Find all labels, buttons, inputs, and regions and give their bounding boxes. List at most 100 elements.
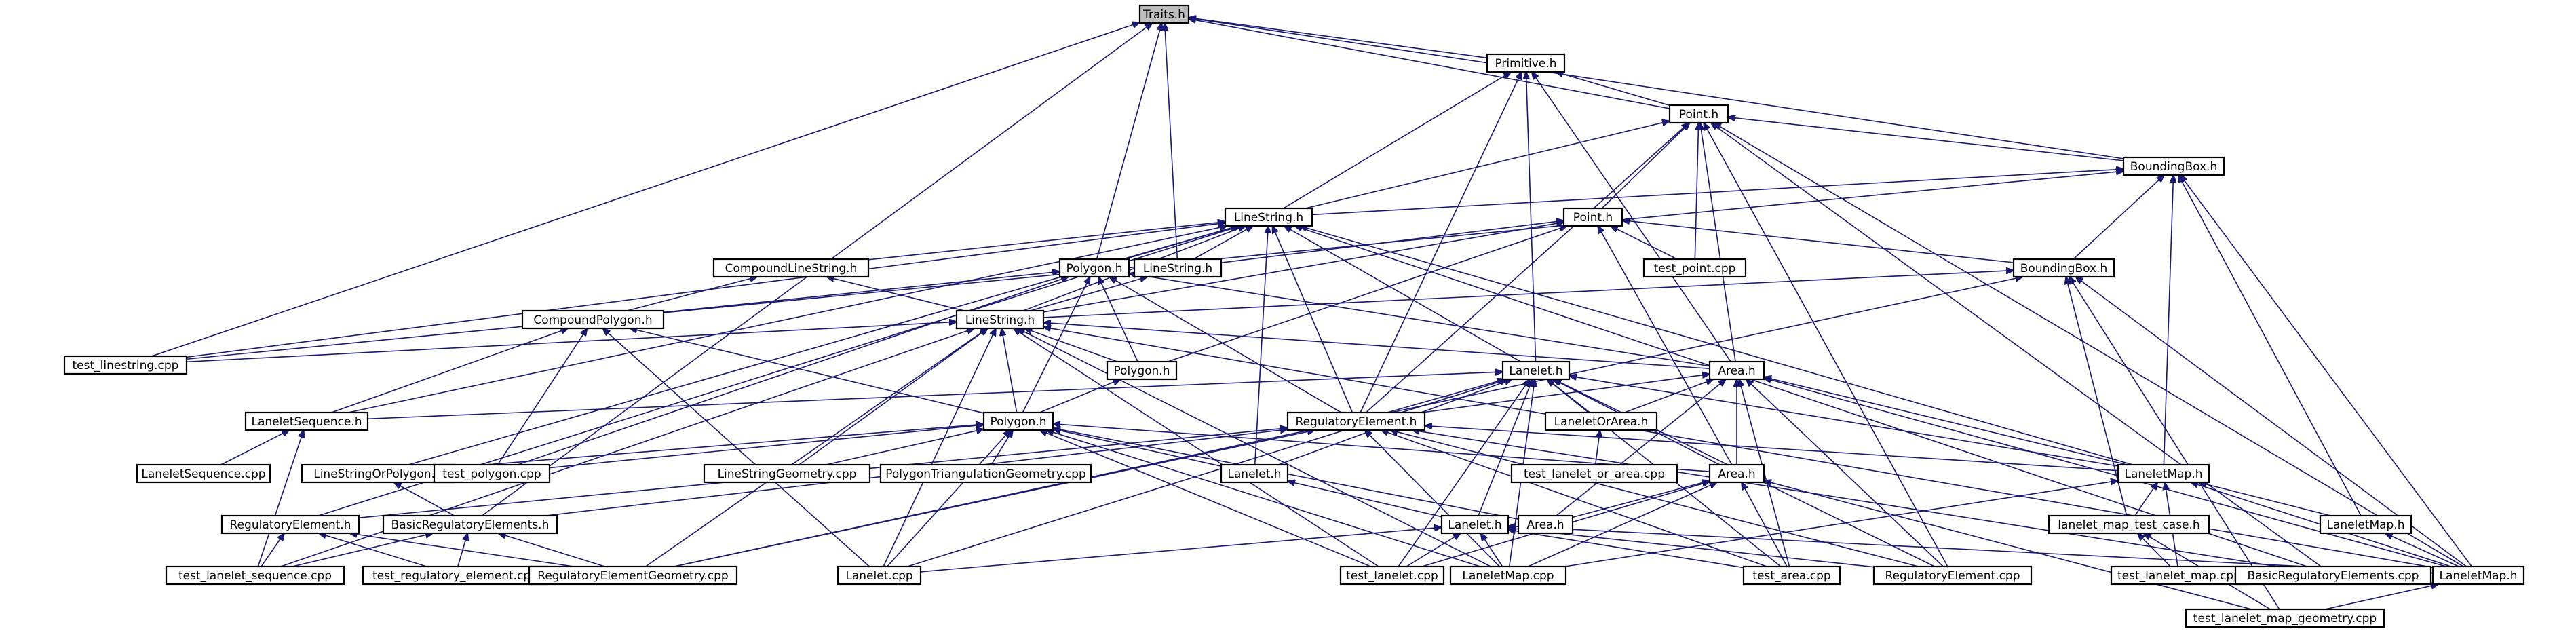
node-label-area2: Area.h (1718, 467, 1755, 481)
node-lanelet-h[interactable]: Lanelet.h (1440, 514, 1510, 535)
edge-lanelet-map3-to-bbox3 (2163, 175, 2173, 465)
node-label-area-h: Area.h (1526, 518, 1564, 532)
node-point3[interactable]: Point.h (1668, 104, 1729, 124)
node-box-lanelet-map-cpp (1449, 565, 1567, 586)
node-lanelet2[interactable]: Lanelet.h (1220, 463, 1289, 484)
node-bbox2[interactable]: BoundingBox.h (2012, 258, 2115, 278)
node-lanelet-or-area[interactable]: LaneletOrArea.h (1544, 411, 1658, 431)
node-label-test-reg-elem: test_regulatory_element.cpp (372, 569, 538, 583)
node-test-lanelet-map-geom[interactable]: test_lanelet_map_geometry.cpp (2185, 608, 2385, 628)
edge-lanelet-map-h-to-point3 (1714, 123, 2464, 567)
edge-test-area-to-area2 (1742, 482, 1788, 567)
node-test-area[interactable]: test_area.cpp (1742, 565, 1841, 586)
edge-test-lanelet-sequence-to-reg-elem-h (261, 533, 284, 567)
edge-reg-elem3-to-point3 (1365, 123, 1689, 413)
edge-area-h-to-area2 (1572, 481, 1710, 518)
node-point2[interactable]: Point.h (1562, 207, 1623, 227)
node-traits[interactable]: Traits.h (1138, 4, 1190, 24)
node-test-lanelet-map[interactable]: test_lanelet_map.cpp (2110, 565, 2248, 586)
node-lanelet3[interactable]: Lanelet.h (1501, 360, 1571, 381)
node-basic-reg[interactable]: BasicRegulatoryElements.h (382, 514, 558, 535)
edge-lanelet-map3-to-area3 (1764, 377, 2128, 465)
node-area3[interactable]: Area.h (1708, 360, 1765, 381)
node-ls-geometry[interactable]: LineStringGeometry.cpp (703, 463, 871, 484)
node-box-test-lanelet-map (2110, 565, 2248, 586)
node-lanelet-seq[interactable]: LaneletSequence.h (244, 411, 369, 431)
node-box-test-area (1742, 565, 1841, 586)
node-lanelet-map-cpp[interactable]: LaneletMap.cpp (1449, 565, 1567, 586)
node-reg-elem3[interactable]: RegulatoryElement.h (1286, 411, 1426, 431)
node-label-traits: Traits.h (1142, 8, 1185, 22)
node-lanelet-seq-cpp[interactable]: LaneletSequence.cpp (136, 463, 271, 484)
node-reg-elem-cpp[interactable]: RegulatoryElement.cpp (1872, 565, 2033, 586)
edge-polygon-h-to-linestring-h (1001, 328, 1018, 413)
node-label-lanelet-map-test-case: lanelet_map_test_case.h (2058, 518, 2199, 532)
edge-lanelet-map2-to-lanelet-map3 (2199, 482, 2331, 516)
node-label-point3: Point.h (1679, 108, 1718, 121)
edge-reg-elem3-to-linestring3 (1273, 226, 1353, 413)
node-label-linestring3: LineString.h (1234, 211, 1303, 225)
node-box-bbox3 (2122, 156, 2225, 176)
node-linestring-h[interactable]: LineString.h (955, 309, 1045, 330)
edge-test-lanelet-to-lanelet-h (1406, 533, 1461, 567)
node-compound-ls[interactable]: CompoundLineString.h (712, 258, 870, 278)
node-test-linestring[interactable]: test_linestring.cpp (63, 355, 188, 375)
edge-linestring2-to-traits (1165, 23, 1178, 260)
node-label-bbox3: BoundingBox.h (2130, 160, 2217, 174)
node-lanelet-map2[interactable]: LaneletMap.h (2319, 514, 2412, 535)
edge-bbox3-to-traits (1189, 18, 2124, 159)
edge-test-polygon-to-polygon-h (549, 425, 984, 469)
node-label-test-polygon: test_polygon.cpp (442, 467, 541, 481)
node-poly-tri[interactable]: PolygonTriangulationGeometry.cpp (879, 463, 1092, 484)
edge-test-lanelet-or-area-to-lanelet-or-area (1594, 430, 1600, 465)
node-test-polygon[interactable]: test_polygon.cpp (433, 463, 551, 484)
node-primitive[interactable]: Primitive.h (1486, 53, 1566, 73)
edge-lanelet-map-h-to-area3 (1764, 378, 2447, 567)
edge-compound-ls-to-linestring3 (868, 222, 1225, 261)
edge-linestring-h-to-bbox2 (1043, 271, 2014, 318)
node-label-reg-elem-cpp: RegulatoryElement.cpp (1885, 569, 2020, 583)
node-test-lanelet-or-area[interactable]: test_lanelet_or_area.cpp (1510, 463, 1678, 484)
node-bbox3[interactable]: BoundingBox.h (2122, 156, 2225, 176)
edge-compound-poly-to-compound-ls (626, 277, 757, 311)
node-polygon-h[interactable]: Polygon.h (982, 411, 1054, 431)
node-label-reg-elem3: RegulatoryElement.h (1296, 415, 1417, 429)
edge-test-point-to-point3 (1694, 123, 1698, 260)
edge-lanelet-map-h-to-bbox3 (2180, 175, 2472, 567)
node-lanelet-map3[interactable]: LaneletMap.h (2117, 463, 2210, 484)
node-lanelet-cpp[interactable]: Lanelet.cpp (837, 565, 922, 586)
node-reg-elem-geom[interactable]: RegulatoryElementGeometry.cpp (528, 565, 738, 586)
node-area2[interactable]: Area.h (1708, 463, 1765, 484)
node-compound-poly[interactable]: CompoundPolygon.h (521, 309, 665, 330)
edge-lanelet-seq-to-compound-poly (331, 328, 569, 413)
node-label-bbox2: BoundingBox.h (2020, 262, 2107, 275)
node-lanelet-map-h[interactable]: LaneletMap.h (2431, 565, 2525, 586)
node-label-test-area: test_area.cpp (1752, 569, 1830, 583)
edge-linestring-h-to-point2 (1043, 222, 1564, 313)
edge-lanelet3-to-primitive (1526, 72, 1537, 362)
node-test-point[interactable]: test_point.cpp (1642, 258, 1747, 278)
edge-lanelet-cpp-to-polygon-h (887, 430, 1011, 567)
node-box-lanelet-h (1440, 514, 1510, 535)
edge-reg-elem3-to-primitive (1360, 72, 1522, 413)
node-test-lanelet[interactable]: test_lanelet.cpp (1339, 565, 1445, 586)
node-polygon3[interactable]: Polygon.h (1058, 258, 1130, 278)
node-area-h[interactable]: Area.h (1517, 514, 1574, 535)
node-box-ls-geometry (703, 463, 871, 484)
node-basic-reg-cpp[interactable]: BasicRegulatoryElements.cpp (2234, 565, 2432, 586)
node-test-lanelet-sequence[interactable]: test_lanelet_sequence.cpp (165, 565, 345, 586)
node-ls-or-poly[interactable]: LineStringOrPolygon.h (301, 463, 455, 484)
node-label-compound-poly: CompoundPolygon.h (533, 313, 652, 327)
node-lanelet-map-test-case[interactable]: lanelet_map_test_case.h (2048, 514, 2210, 535)
node-linestring2[interactable]: LineString.h (1133, 258, 1223, 278)
node-test-reg-elem[interactable]: test_regulatory_element.cpp (362, 565, 549, 586)
edge-polygon2-to-polygon3 (1098, 277, 1138, 362)
edge-linestring2-to-point2 (1220, 220, 1564, 263)
node-reg-elem-h[interactable]: RegulatoryElement.h (220, 514, 360, 535)
node-polygon2[interactable]: Polygon.h (1106, 360, 1178, 381)
edge-basic-reg-to-ls-or-poly (394, 482, 455, 516)
node-linestring3[interactable]: LineString.h (1224, 207, 1313, 227)
edge-lanelet-cpp-to-lanelet3 (907, 379, 1508, 567)
edge-basic-reg-cpp-to-reg-elem3 (1412, 430, 2277, 567)
